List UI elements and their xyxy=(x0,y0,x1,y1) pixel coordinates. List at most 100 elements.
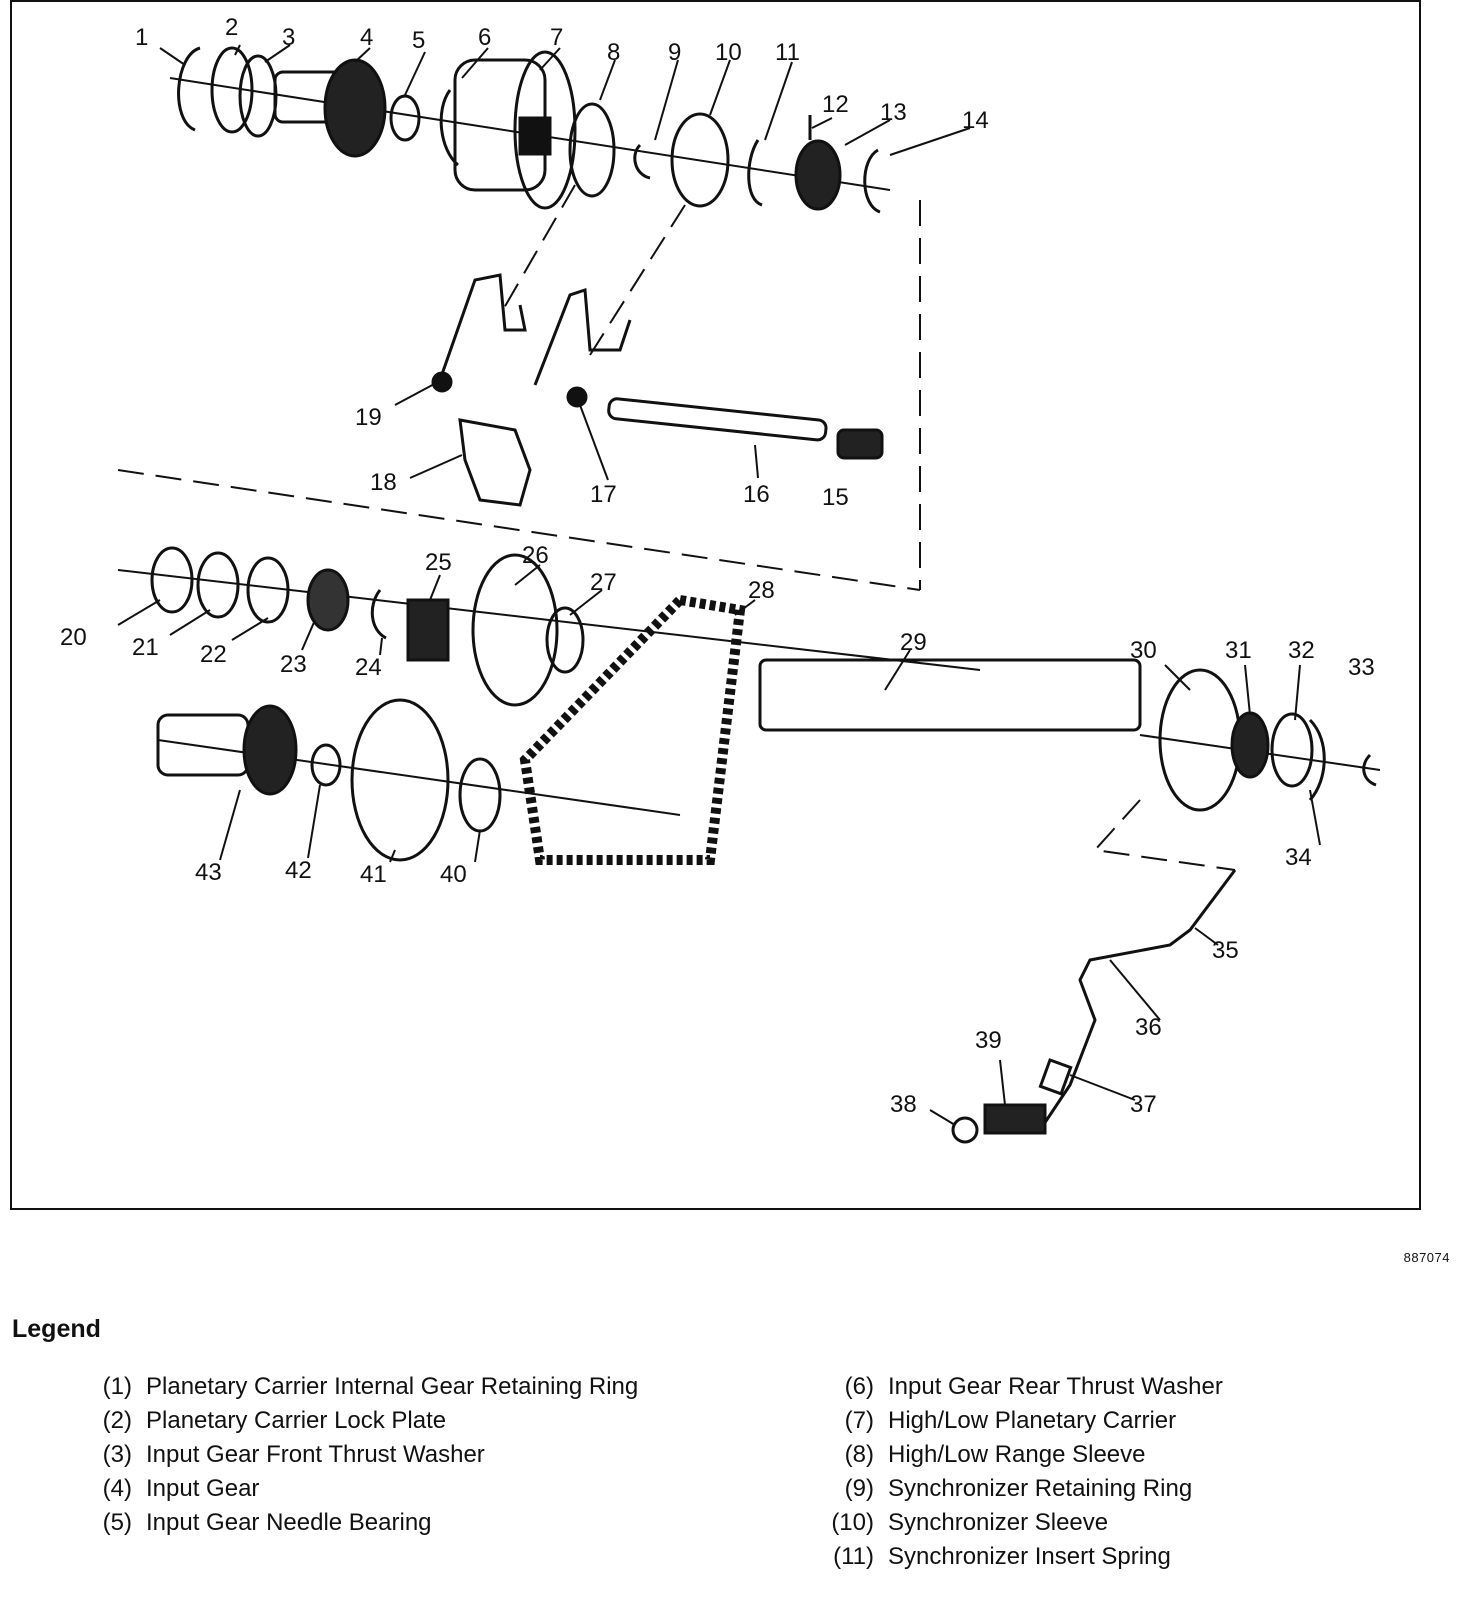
callout-33: 33 xyxy=(1348,654,1375,681)
callout-labels: 1 2 3 4 5 6 7 8 9 10 11 12 13 14 15 16 1… xyxy=(60,14,1375,1118)
callout-16: 16 xyxy=(743,481,770,508)
part-36-wire xyxy=(1038,869,1237,1131)
legend-item: (4) Input Gear xyxy=(70,1472,710,1506)
part-43-shaft xyxy=(156,713,250,777)
callout-42: 42 xyxy=(285,857,312,884)
callout-41: 41 xyxy=(360,861,387,888)
figure-id: 887074 xyxy=(1403,1250,1450,1265)
part-15-spring xyxy=(836,428,884,460)
part-10-sleeve xyxy=(670,112,730,208)
diagram-canvas: 1 2 3 4 5 6 7 8 9 10 11 12 13 14 15 16 1… xyxy=(10,0,1421,1210)
legend-item-number: (3) xyxy=(102,1441,132,1468)
legend-item-number: (5) xyxy=(102,1509,132,1536)
callout-35: 35 xyxy=(1212,937,1239,964)
legend-item: (7) High/Low Planetary Carrier xyxy=(812,1404,1452,1438)
part-24-ring xyxy=(370,589,387,640)
callout-23: 23 xyxy=(280,651,307,678)
legend-item-text: Synchronizer Sleeve xyxy=(888,1509,1109,1536)
callout-29: 29 xyxy=(900,629,927,656)
callout-12: 12 xyxy=(822,91,849,118)
dashed-links xyxy=(117,184,1236,871)
callout-15: 15 xyxy=(822,484,849,511)
speed-sensor-assembly xyxy=(951,869,1237,1144)
legend-item: (5) Input Gear Needle Bearing xyxy=(70,1506,710,1540)
legend-item: (8) High/Low Range Sleeve xyxy=(812,1438,1452,1472)
legend-column-left: (1) Planetary Carrier Internal Gear Reta… xyxy=(70,1370,710,1540)
part-29-output-shaft xyxy=(758,658,1142,732)
legend-item-number: (11) xyxy=(833,1543,874,1570)
callout-21: 21 xyxy=(132,634,159,661)
part-33-ring xyxy=(1362,753,1377,787)
callout-27: 27 xyxy=(590,569,617,596)
part-11-spring xyxy=(747,139,763,207)
callout-34: 34 xyxy=(1285,844,1312,871)
leader-lines xyxy=(117,44,1321,1126)
legend-title: Legend xyxy=(12,1315,101,1343)
part-28-chain xyxy=(519,594,746,865)
part-40-ring xyxy=(458,757,502,833)
part-23-hub xyxy=(306,568,350,632)
exploded-view-diagram: 1 2 3 4 5 6 7 8 9 10 11 12 13 14 15 16 1… xyxy=(10,0,1460,1240)
callout-40: 40 xyxy=(440,861,467,888)
callout-25: 25 xyxy=(425,549,452,576)
part-6-washer xyxy=(439,89,460,167)
part-39-terminal xyxy=(983,1103,1047,1135)
callout-6: 6 xyxy=(478,24,491,51)
legend-item: (1) Planetary Carrier Internal Gear Reta… xyxy=(70,1370,710,1404)
part-5-bearing xyxy=(389,94,421,142)
callout-43: 43 xyxy=(195,859,222,886)
part-26-sprocket xyxy=(471,553,559,707)
callout-39: 39 xyxy=(975,1027,1002,1054)
part-20-ring xyxy=(150,546,194,614)
legend-item: (10) Synchronizer Sleeve xyxy=(812,1506,1452,1540)
legend-item-text: Synchronizer Insert Spring xyxy=(888,1543,1171,1570)
legend-item-number: (8) xyxy=(844,1441,874,1468)
part-17-fork xyxy=(533,287,632,386)
part-14-ring xyxy=(863,148,881,214)
part-7-carrier-face xyxy=(513,50,577,210)
callout-5: 5 xyxy=(412,27,425,54)
part-9-ring xyxy=(633,143,651,180)
part-4-gear xyxy=(323,58,387,158)
legend-item-text: Input Gear xyxy=(146,1475,260,1502)
part-34-ring xyxy=(1308,718,1326,802)
callout-24: 24 xyxy=(355,654,382,681)
callout-32: 32 xyxy=(1288,637,1315,664)
top-assembly xyxy=(177,46,881,214)
part-3-washer xyxy=(238,54,278,138)
callout-37: 37 xyxy=(1130,1091,1157,1118)
part-31-bearing xyxy=(1230,711,1270,779)
part-2-lock-plate xyxy=(210,46,254,134)
part-1-ring xyxy=(177,46,201,132)
part-43-gear xyxy=(242,704,298,796)
callout-30: 30 xyxy=(1130,637,1157,664)
callout-14: 14 xyxy=(962,107,989,134)
part-7-center xyxy=(518,116,552,156)
part-22-ring xyxy=(246,556,290,624)
legend-item-number: (6) xyxy=(844,1373,874,1400)
callout-3: 3 xyxy=(282,24,295,51)
part-17-pad xyxy=(566,386,588,408)
legend-item-number: (10) xyxy=(831,1509,874,1536)
callout-20: 20 xyxy=(60,624,87,651)
legend-column-right: (6) Input Gear Rear Thrust Washer (7) Hi… xyxy=(812,1370,1452,1574)
legend-item: (11) Synchronizer Insert Spring xyxy=(812,1540,1452,1574)
callout-1: 1 xyxy=(135,24,148,51)
callout-38: 38 xyxy=(890,1091,917,1118)
shift-fork-assembly xyxy=(431,273,884,507)
legend-item-text: Input Gear Needle Bearing xyxy=(146,1509,432,1536)
legend-item: (3) Input Gear Front Thrust Washer xyxy=(70,1438,710,1472)
legend-item-number: (9) xyxy=(844,1475,874,1502)
legend-item-number: (1) xyxy=(102,1373,132,1400)
legend-item: (2) Planetary Carrier Lock Plate xyxy=(70,1404,710,1438)
part-18-cam xyxy=(458,418,532,507)
legend-item: (9) Synchronizer Retaining Ring xyxy=(812,1472,1452,1506)
callout-2: 2 xyxy=(225,14,238,41)
legend-item-text: Input Gear Front Thrust Washer xyxy=(146,1441,485,1468)
callout-4: 4 xyxy=(360,24,373,51)
legend-item-number: (2) xyxy=(102,1407,132,1434)
part-27-ring xyxy=(545,606,585,674)
part-38-ring-terminal xyxy=(951,1116,979,1144)
callout-7: 7 xyxy=(550,24,563,51)
callout-17: 17 xyxy=(590,481,617,508)
